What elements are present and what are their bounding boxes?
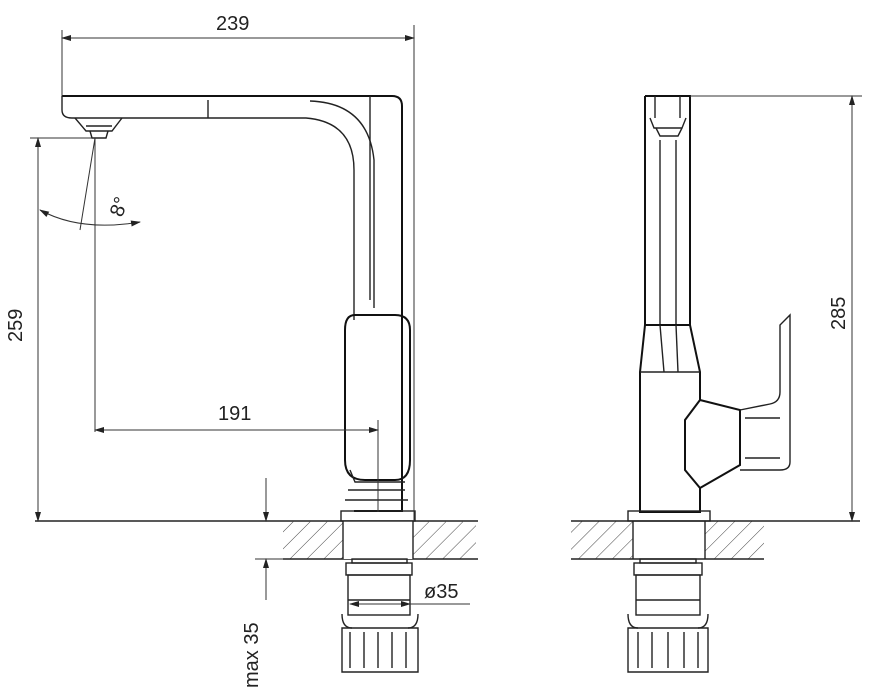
angle-label: 8° [106, 194, 133, 219]
lock-nut [345, 562, 413, 576]
spout-outer [62, 95, 403, 512]
side-handle [739, 313, 791, 471]
dim-label-259: 259 [5, 309, 27, 342]
front-view: 239 259 191 8° max 35 ø35 [5, 13, 478, 688]
aerator [74, 117, 123, 132]
dim-label-191: 191 [218, 403, 251, 425]
base-flange [340, 510, 416, 522]
dim-label-285: 285 [828, 297, 850, 330]
dim-label-max35: max 35 [241, 622, 263, 688]
connector-nut [341, 627, 419, 673]
dim-label-d35: ø35 [424, 581, 458, 603]
shank [347, 574, 411, 616]
side-spout [644, 95, 691, 325]
body [344, 314, 411, 481]
dim-label-239: 239 [216, 13, 249, 35]
side-body [639, 324, 701, 513]
side-view: 285 [571, 95, 862, 673]
angle-arc [39, 209, 141, 227]
spout-inner [61, 96, 355, 320]
